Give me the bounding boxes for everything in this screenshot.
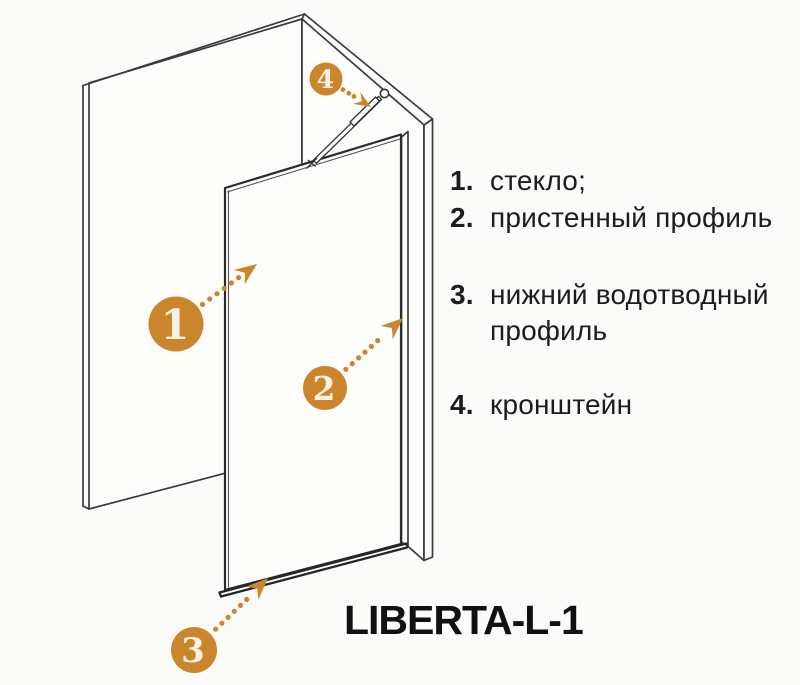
bracket-head [379,88,390,99]
arrow-dot [221,285,227,291]
model-title: LIBERTA-L-1 [344,597,584,643]
legend-item-number: 3. [450,279,474,310]
arrow-dot [356,355,362,361]
arrow-dot [362,349,368,355]
arrow-dot [368,343,374,349]
callout-circle [309,62,343,96]
callout-number: 2 [313,369,336,408]
callout-number: 3 [181,631,205,671]
wall-corner-apex [301,13,306,20]
drain-profile-lower-line [219,546,409,598]
arrow-dot [231,608,237,614]
callout-number: 4 [317,65,334,94]
glass-face [223,133,403,592]
legend-item-glass: 1. стекло; [450,163,800,199]
right-wall-top-edge [303,13,434,120]
arrow-dot [213,626,219,632]
arrow-dot [244,596,250,603]
arrow-dot [340,87,346,92]
right-wall-side-face [423,118,434,562]
dotted-arrow-icon [340,87,371,107]
legend-item-bracket: 4. кронштейн [450,387,800,423]
arrow-dot [199,301,206,307]
legend-item-number: 4. [450,389,474,420]
legend-item-label: кронштейн [490,389,633,420]
wall-profile [400,130,409,547]
dotted-arrow-icon [199,264,257,307]
bracket-clamp-mark-2 [307,159,316,167]
arrow-dot [343,366,349,372]
legend-item-wall-profile: 2. пристенный профиль [450,200,800,236]
arrow-dot [237,602,244,609]
legend-item-drain-profile: 3. нижний водотводный профиль [450,277,800,349]
callout-4: 4 [309,62,371,107]
legend-item-label: стекло; [490,165,587,196]
arrow-dot [349,361,355,367]
legend-item-label: нижний водотводный профиль [490,279,769,346]
callout-number: 1 [161,301,190,349]
arrowhead-icon [380,318,403,340]
legend-item-label: пристенный профиль [490,202,773,233]
bottom-drain-profile [218,542,409,598]
left-wall-top-edge [82,13,306,87]
legend-item-number: 1. [450,165,474,196]
arrow-dot [214,291,220,297]
arrowhead-icon [245,578,268,600]
arrow-dot [228,280,234,286]
arrow-dot [236,275,242,281]
glass-panel [223,133,403,592]
callout-2: 2 [303,318,403,410]
arrow-dot [375,338,381,344]
left-wall-bottom-edge [82,505,90,510]
arrow-dot [351,94,357,99]
arrowhead-icon [233,264,257,285]
drain-profile-end-cap [218,591,223,598]
callout-1: 1 [148,264,257,352]
arrow-dot [219,620,225,626]
callout-circle [148,296,204,352]
callout-circle [171,627,217,673]
dotted-arrow-icon [213,578,268,632]
wall-profile-strip [400,130,409,547]
arrowhead-icon [352,92,371,107]
dotted-arrow-icon [343,318,403,372]
arrow-dot [225,614,231,620]
callout-circle [303,366,347,410]
legend-item-number: 2. [450,202,474,233]
callout-3: 3 [171,578,268,673]
arrow-dot [346,90,352,96]
drain-profile-upper-line [218,542,408,594]
bracket [306,88,390,169]
arrow-dot [207,296,213,302]
